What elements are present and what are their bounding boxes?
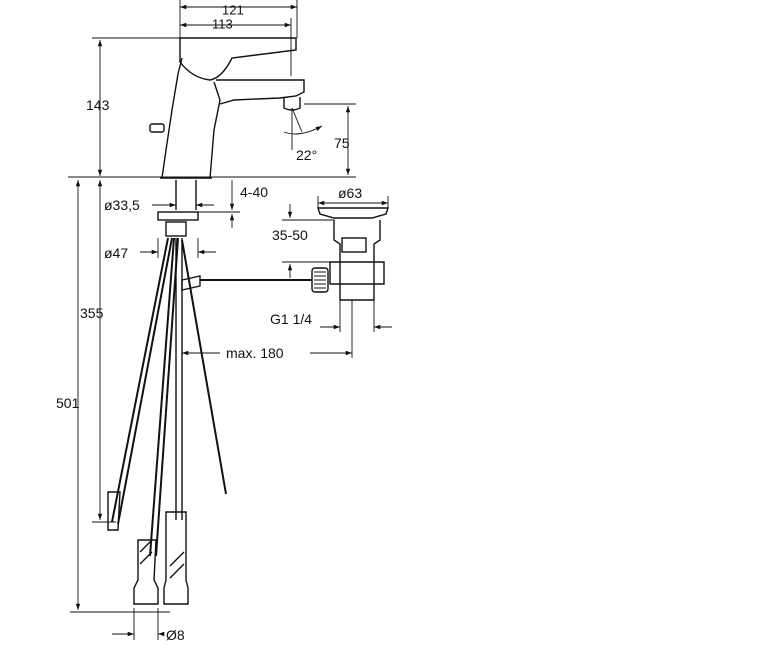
dim-33-5: ø33,5	[104, 197, 140, 213]
waste-lever-housing	[311, 267, 329, 293]
hose-left-inner	[117, 237, 173, 525]
dim-355: 355	[80, 305, 104, 321]
popup-knob	[149, 123, 165, 133]
mounting-nut	[165, 221, 187, 237]
dimension-labels: 121 113 143 75 22° ø33,5 4-40 ø47 ø63 35…	[56, 3, 362, 643]
mounting-flange	[157, 211, 199, 221]
dim-35-50: 35-50	[272, 227, 308, 243]
waste-assembly	[311, 207, 389, 301]
spout	[216, 79, 305, 105]
fitting-right	[163, 511, 189, 605]
waste-knurl	[314, 271, 326, 289]
waste-plug	[341, 237, 367, 253]
fitting-left	[107, 491, 121, 531]
dim-22-deg: 22°	[296, 147, 317, 163]
threaded-shank	[175, 180, 197, 210]
dim-121: 121	[222, 3, 244, 18]
fitting-hatch	[139, 539, 185, 579]
dim-75: 75	[334, 135, 350, 151]
hose-middle	[149, 237, 175, 557]
dim-143: 143	[86, 97, 110, 113]
dim-63: ø63	[338, 185, 362, 201]
hose-left	[111, 237, 169, 523]
supply-hoses	[107, 237, 312, 605]
center-rod	[175, 238, 183, 520]
dim-8: Ø8	[166, 627, 185, 643]
dim-501: 501	[56, 395, 80, 411]
waste-flange	[317, 207, 389, 219]
fitting-middle	[133, 539, 159, 605]
waste-body	[333, 220, 381, 301]
pull-rod	[181, 239, 227, 495]
dimension-lines	[68, 0, 392, 640]
hose-middle-inner	[155, 237, 179, 557]
dim-47: ø47	[104, 245, 128, 261]
faucet-housing	[161, 57, 221, 179]
dim-max-180: max. 180	[226, 345, 284, 361]
dim-g1-1-4: G1 1/4	[270, 311, 312, 327]
dim-113: 113	[212, 17, 233, 32]
dim-4-40: 4-40	[240, 184, 268, 200]
lever-handle	[179, 37, 297, 81]
waste-nut	[329, 261, 385, 285]
pull-rod-link	[181, 275, 201, 291]
faucet-body	[149, 37, 305, 237]
